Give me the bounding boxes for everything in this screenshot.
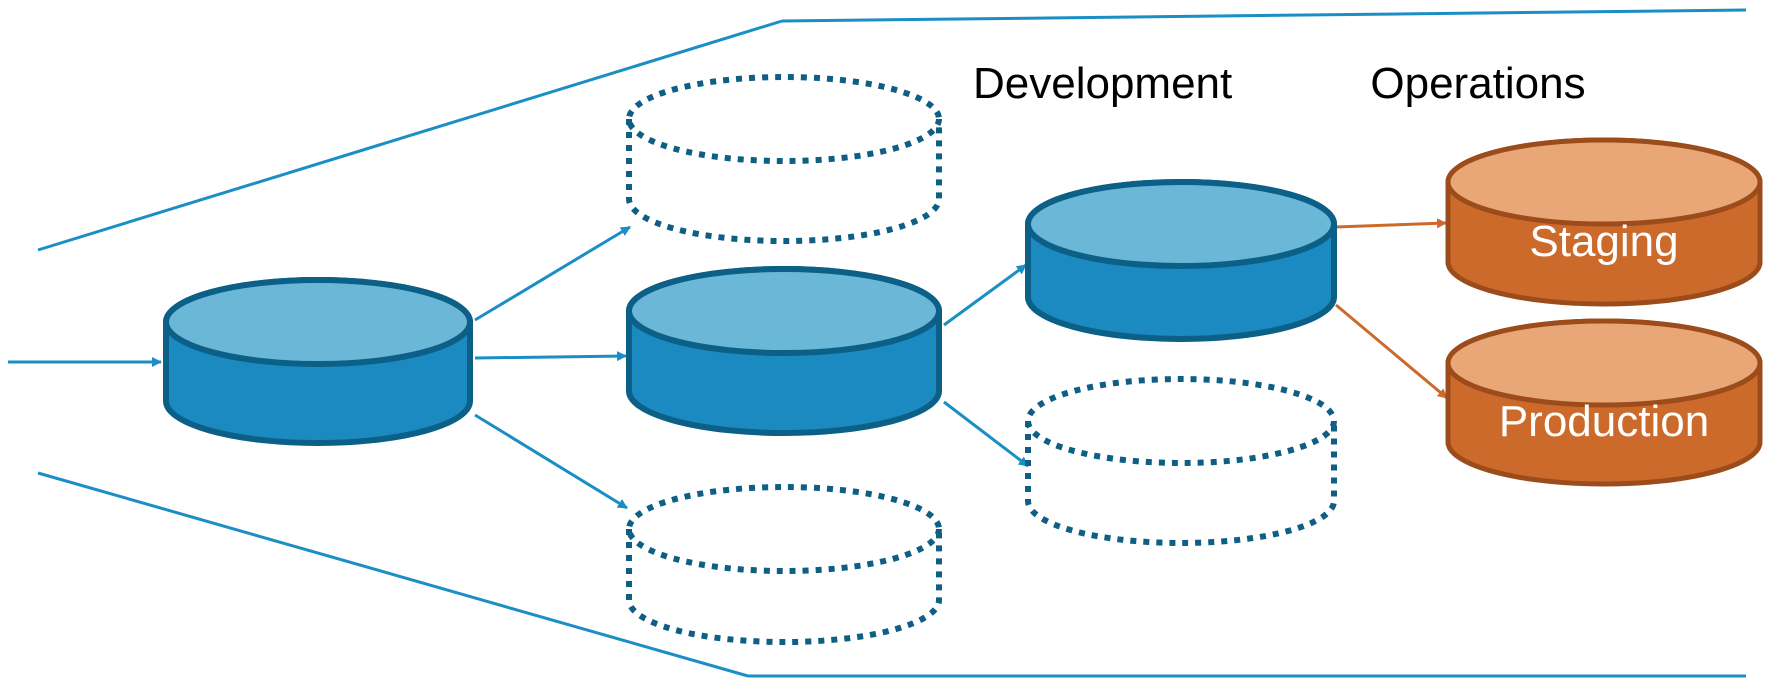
release-arrows bbox=[1335, 218, 1448, 400]
cylinder-top bbox=[1025, 376, 1337, 466]
funnel-top-slope bbox=[37, 19, 783, 252]
cylinder-top bbox=[1445, 137, 1763, 227]
production-cylinder: Production bbox=[1445, 318, 1763, 487]
arrow-to-staging bbox=[1335, 218, 1447, 229]
middle-branch-cylinder bbox=[626, 266, 942, 436]
main-branch-cylinder bbox=[163, 277, 473, 446]
arrow-middle-to-lower-dev bbox=[943, 400, 1029, 468]
potential-dev-branch bbox=[1025, 376, 1337, 546]
staging-label: Staging bbox=[1529, 217, 1678, 266]
cylinder-body bbox=[626, 119, 942, 244]
arrow-main-to-lower bbox=[474, 413, 628, 510]
arrow-to-production bbox=[1335, 303, 1448, 400]
development-label: Development bbox=[973, 59, 1232, 108]
cylinder-top bbox=[626, 266, 942, 356]
funnel-top-edge bbox=[781, 8, 1747, 23]
branch-arrows bbox=[8, 225, 1029, 510]
cylinder-top bbox=[626, 484, 942, 574]
arrow-middle-to-dev bbox=[943, 263, 1027, 327]
funnel-bottom-slope bbox=[37, 471, 749, 678]
arrow-main-to-upper bbox=[474, 225, 631, 322]
production-label: Production bbox=[1499, 397, 1709, 446]
cylinder-body bbox=[1025, 421, 1337, 546]
cylinder-top bbox=[1445, 318, 1763, 408]
operations-label: Operations bbox=[1370, 59, 1585, 108]
cylinder-top bbox=[1025, 179, 1337, 269]
cylinder-top bbox=[626, 74, 942, 164]
funnel-outline bbox=[37, 8, 1747, 678]
development-cylinder bbox=[1025, 179, 1337, 342]
cylinder-body bbox=[626, 529, 942, 645]
arrow-main-to-middle bbox=[474, 351, 627, 362]
potential-branch-upper bbox=[626, 74, 942, 244]
staging-cylinder: Staging bbox=[1445, 137, 1763, 307]
cylinder-top bbox=[163, 277, 473, 367]
potential-branch-lower bbox=[626, 484, 942, 645]
